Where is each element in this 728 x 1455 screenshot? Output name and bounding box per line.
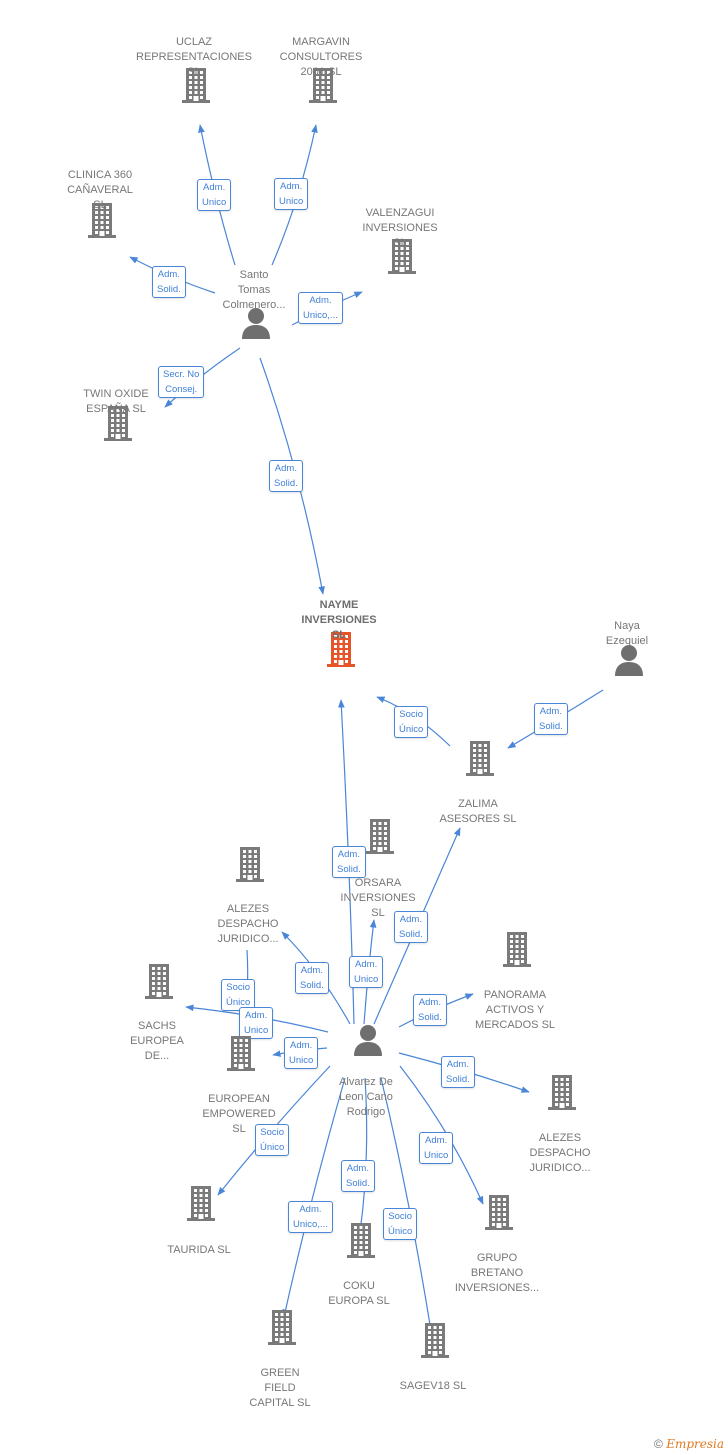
building-icon[interactable] (418, 1322, 452, 1358)
relation-badge[interactable]: Adm. Solid. (341, 1160, 375, 1192)
relation-badge[interactable]: Adm. Solid. (394, 911, 428, 943)
relation-badge[interactable]: Adm. Solid. (269, 460, 303, 492)
node-label-margavin[interactable]: MARGAVIN CONSULTORES 2001 SL (279, 36, 363, 78)
building-icon[interactable] (482, 1194, 516, 1230)
building-icon[interactable] (306, 67, 340, 103)
node-label-alvarez[interactable]: Alvarez De Leon Cano Rodrigo (339, 1076, 393, 1118)
relation-badge[interactable]: Socio Único (383, 1208, 418, 1240)
building-icon[interactable] (101, 405, 135, 441)
building-icon[interactable] (545, 1074, 579, 1110)
node-label-panorama[interactable]: PANORAMA ACTIVOS Y MERCADOS SL (474, 989, 556, 1031)
edge-alvarez-to-coku (357, 1077, 368, 1233)
relation-badge[interactable]: Adm. Unico (274, 178, 309, 210)
edge-alvarez-to-green (282, 1077, 346, 1318)
relation-badge[interactable]: Socio Único (255, 1124, 290, 1156)
relation-badge[interactable]: Adm. Unico,... (288, 1201, 333, 1233)
relation-badge[interactable]: Socio Único (221, 979, 256, 1011)
relation-badge[interactable]: Adm. Solid. (295, 962, 329, 994)
node-label-naya[interactable]: Naya Ezequiel (605, 620, 649, 647)
node-label-green[interactable]: GREEN FIELD CAPITAL SL (249, 1367, 311, 1409)
node-label-alezes2[interactable]: ALEZES DESPACHO JURIDICO... (529, 1132, 591, 1174)
building-icon[interactable] (224, 1035, 258, 1071)
node-label-sachs[interactable]: SACHS EUROPEA DE... (130, 1020, 184, 1062)
node-label-european[interactable]: EUROPEAN EMPOWERED SL (202, 1093, 276, 1135)
person-icon[interactable] (239, 305, 273, 341)
building-icon[interactable] (85, 202, 119, 238)
building-icon[interactable] (142, 963, 176, 999)
relation-badge[interactable]: Adm. Unico (349, 956, 384, 988)
relation-badge[interactable]: Adm. Solid. (413, 994, 447, 1026)
node-label-coku[interactable]: COKU EUROPA SL (328, 1280, 390, 1307)
relation-badge[interactable]: Adm. Unico (197, 179, 232, 211)
person-icon[interactable] (351, 1022, 385, 1058)
node-label-orsara[interactable]: ORSARA INVERSIONES SL (340, 877, 416, 919)
node-label-grupo[interactable]: GRUPO BRETANO INVERSIONES... (454, 1252, 540, 1294)
building-icon[interactable] (344, 1222, 378, 1258)
node-label-taurida[interactable]: TAURIDA SL (167, 1244, 231, 1256)
building-icon[interactable] (363, 818, 397, 854)
watermark: © Empresia (654, 1437, 724, 1451)
node-label-nayme[interactable]: NAYME INVERSIONES SL (301, 599, 377, 641)
relation-badge[interactable]: Secr. No Consej. (158, 366, 205, 398)
relation-badge[interactable]: Adm. Solid. (441, 1056, 475, 1088)
node-label-valenzagui[interactable]: VALENZAGUI INVERSIONES SL (362, 207, 438, 249)
node-label-uclaz[interactable]: UCLAZ REPRESENTACIONES SL (136, 36, 252, 78)
relation-badge[interactable]: Adm. Unico,... (298, 292, 343, 324)
node-label-alezes1[interactable]: ALEZES DESPACHO JURIDICO... (217, 903, 279, 945)
node-label-sagev[interactable]: SAGEV18 SL (399, 1380, 467, 1392)
person-icon[interactable] (612, 642, 646, 678)
building-icon[interactable] (233, 846, 267, 882)
relation-badge[interactable]: Adm. Unico (284, 1037, 319, 1069)
brand-logo: Empresia (666, 1437, 724, 1451)
relation-badge[interactable]: Adm. Solid. (332, 846, 366, 878)
node-label-santo[interactable]: Santo Tomas Colmenero... (222, 269, 286, 311)
building-icon[interactable] (265, 1309, 299, 1345)
node-label-zalima[interactable]: ZALIMA ASESORES SL (439, 798, 517, 825)
edge-alvarez-to-sagev (380, 1077, 434, 1332)
building-icon[interactable] (463, 740, 497, 776)
building-icon[interactable] (500, 931, 534, 967)
node-label-clinica[interactable]: CLINICA 360 CAÑAVERAL SL (67, 169, 133, 211)
focus-building-icon[interactable] (324, 631, 358, 667)
building-icon[interactable] (184, 1185, 218, 1221)
relation-badge[interactable]: Adm. Solid. (534, 703, 568, 735)
building-icon[interactable] (385, 238, 419, 274)
relation-badge[interactable]: Socio Único (394, 706, 429, 738)
copyright-symbol: © (654, 1437, 663, 1451)
relation-badge[interactable]: Adm. Unico (239, 1007, 274, 1039)
relation-badge[interactable]: Adm. Solid. (152, 266, 186, 298)
relation-badge[interactable]: Adm. Unico (419, 1132, 454, 1164)
building-icon[interactable] (179, 67, 213, 103)
node-label-twin[interactable]: TWIN OXIDE ESPAÑA SL (83, 388, 149, 415)
